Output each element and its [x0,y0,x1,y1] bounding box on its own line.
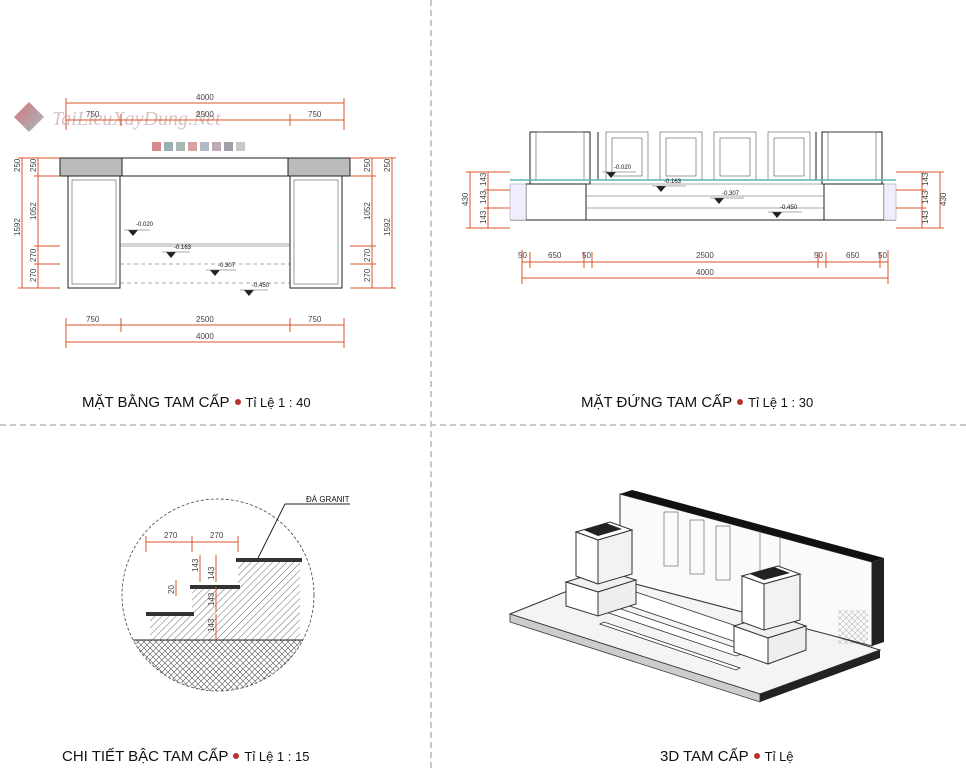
bullet-icon [234,399,241,406]
watermark-logo: TaiLieuXayDung.Net [14,102,254,152]
elevation-drawing: -0.020 -0.163 -0.307 -0.450 143 143 143 … [461,131,948,284]
plan-title-text: MẶT BẰNG TAM CẤP [82,394,230,411]
svg-text:50: 50 [814,251,823,260]
bullet-icon [737,399,744,406]
svg-text:50: 50 [878,251,887,260]
svg-text:1052: 1052 [363,202,372,220]
svg-text:143: 143 [207,592,216,606]
bullet-icon [233,753,240,760]
bullet-icon [753,753,760,760]
svg-text:-0.020: -0.020 [136,222,154,228]
svg-text:-0.307: -0.307 [218,263,236,269]
plan-dim-top-total: 4000 [196,93,214,102]
elevation-title: MẶT ĐỨNG TAM CẤP Tỉ Lệ 1 : 30 [581,394,813,411]
plan-scale: Tỉ Lệ 1 : 40 [245,395,311,410]
svg-text:-0.307: -0.307 [722,191,740,197]
svg-text:143: 143 [479,190,488,204]
color-swatches [152,138,248,156]
svg-text:270: 270 [363,248,372,262]
detail-title: CHI TIẾT BẬC TAM CẤP Tỉ Lệ 1 : 15 [62,748,309,765]
svg-text:270: 270 [29,268,38,282]
svg-text:1592: 1592 [383,218,392,236]
svg-text:750: 750 [308,315,322,324]
plan-elev-1: -0.020 [124,222,154,236]
svg-text:1052: 1052 [29,202,38,220]
plan-drawing: 4000 750 2500 750 -0.020 -0.163 -0.307 -… [13,93,396,348]
detail-scale: Tỉ Lệ 1 : 15 [244,749,310,764]
svg-text:270: 270 [363,268,372,282]
svg-text:250: 250 [363,158,372,172]
plan-elev-2: -0.163 [162,245,192,258]
detail-drawing: ĐÁ GRANIT 270 270 20 143 143 143 143 [121,495,350,692]
watermark-text: TaiLieuXayDung.Net [52,108,221,130]
plan-dim-top-mid: 2500 [196,110,214,119]
svg-text:50: 50 [582,251,591,260]
svg-text:650: 650 [548,251,562,260]
detail-material-label: ĐÁ GRANIT [306,495,350,504]
plan-elev-4: -0.450 [240,283,270,296]
svg-text:250: 250 [13,158,22,172]
svg-text:50: 50 [518,251,527,260]
plan-dim-top-right: 750 [308,110,322,119]
svg-text:143: 143 [921,172,930,186]
plan-title: MẶT BẰNG TAM CẤP Tỉ Lệ 1 : 40 [82,394,311,411]
svg-text:-0.163: -0.163 [664,179,682,185]
plan-dim-top-left: 750 [86,110,100,119]
svg-text:2500: 2500 [196,315,214,324]
svg-text:270: 270 [29,248,38,262]
svg-text:20: 20 [167,585,176,594]
view3d-title: 3D TAM CẤP Tỉ Lệ [660,748,794,765]
svg-text:2500: 2500 [696,251,714,260]
panel-divider-horizontal [0,424,966,426]
svg-text:270: 270 [164,531,178,540]
svg-text:-0.450: -0.450 [780,205,798,211]
svg-text:-0.450: -0.450 [252,283,270,289]
svg-text:650: 650 [846,251,860,260]
elevation-scale: Tỉ Lệ 1 : 30 [748,395,814,410]
svg-text:750: 750 [86,315,100,324]
svg-text:143: 143 [479,172,488,186]
svg-text:250: 250 [383,158,392,172]
panel-divider-vertical [430,0,432,768]
svg-text:270: 270 [210,531,224,540]
svg-text:430: 430 [939,192,948,206]
svg-text:-0.020: -0.020 [614,165,632,171]
svg-text:4000: 4000 [696,268,714,277]
svg-text:143: 143 [479,210,488,224]
svg-text:143: 143 [191,558,200,572]
svg-text:-0.163: -0.163 [174,245,192,251]
svg-text:143: 143 [207,566,216,580]
view3d-scale: Tỉ Lệ [764,749,794,764]
detail-title-text: CHI TIẾT BẬC TAM CẤP [62,748,229,765]
svg-text:4000: 4000 [196,332,214,341]
svg-text:143: 143 [207,618,216,632]
view3d-title-text: 3D TAM CẤP [660,748,749,765]
svg-text:143: 143 [921,190,930,204]
elevation-title-text: MẶT ĐỨNG TAM CẤP [581,394,733,411]
svg-text:250: 250 [29,158,38,172]
svg-text:143: 143 [921,210,930,224]
plan-elev-3: -0.307 [206,263,236,276]
svg-text:1592: 1592 [13,218,22,236]
svg-text:430: 430 [461,192,470,206]
